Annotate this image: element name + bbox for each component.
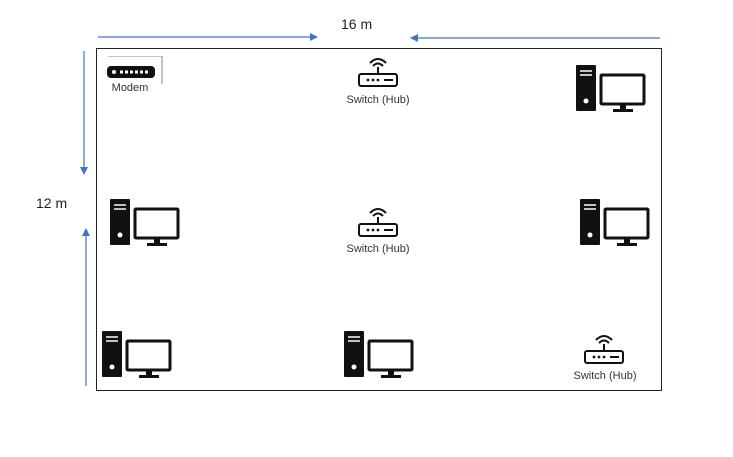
switch-top (357, 54, 399, 93)
modem (104, 55, 164, 91)
width-label: 16 m (341, 16, 373, 32)
computer-icon (110, 199, 180, 246)
computer-bottom-center (343, 330, 415, 385)
switch-icon (358, 58, 398, 87)
computer-icon (344, 331, 414, 378)
height-label: 12 m (36, 195, 68, 211)
switch-bottom-right (583, 331, 625, 370)
modem-label: Modem (111, 82, 149, 94)
computer-top-right (575, 64, 647, 119)
computer-bottom-left (101, 330, 173, 385)
computer-icon (576, 65, 646, 112)
computer-icon (580, 199, 650, 246)
computer-middle-left (109, 198, 181, 253)
switch-icon (584, 335, 624, 364)
computer-middle-right (579, 198, 651, 253)
modem-icon (107, 55, 163, 84)
switch-bottom-right-label: Switch (Hub) (573, 370, 637, 382)
switch-center (357, 204, 399, 243)
room-outline (96, 48, 662, 391)
computer-icon (102, 331, 172, 378)
switch-center-label: Switch (Hub) (346, 243, 410, 255)
switch-top-label: Switch (Hub) (346, 94, 410, 106)
switch-icon (358, 208, 398, 237)
